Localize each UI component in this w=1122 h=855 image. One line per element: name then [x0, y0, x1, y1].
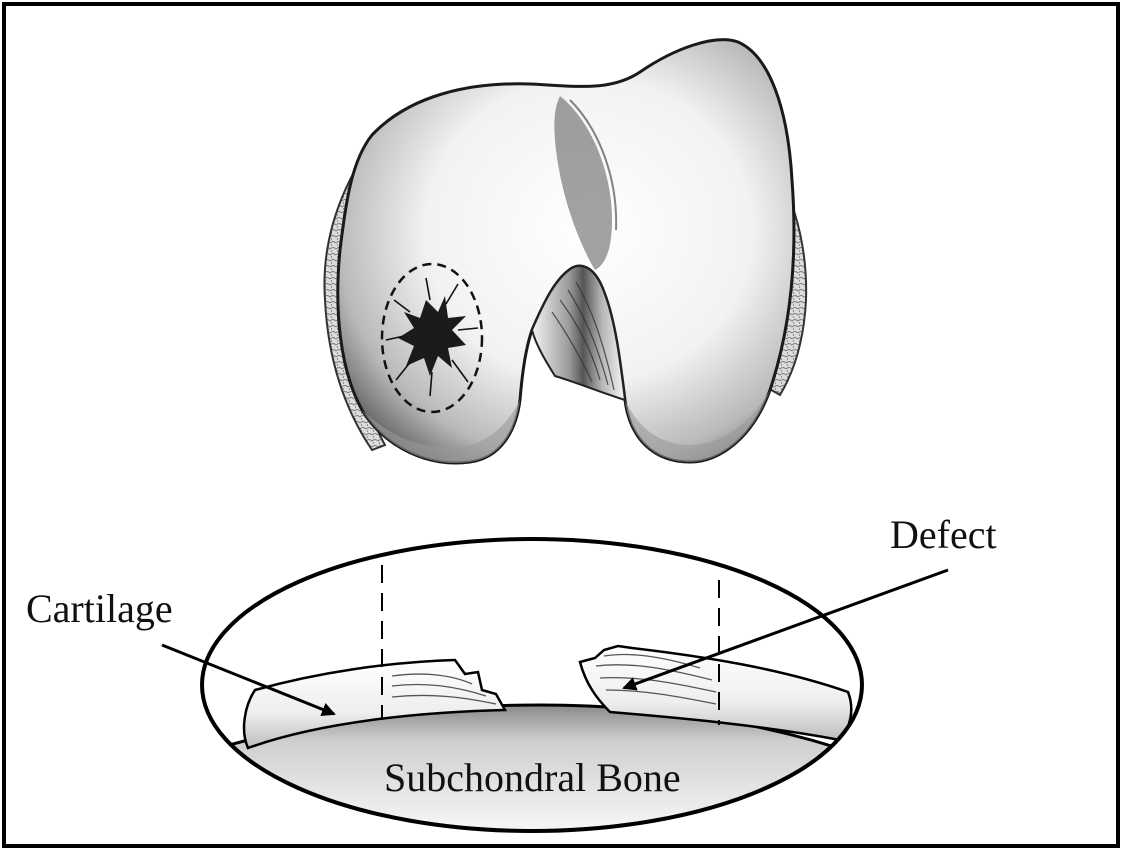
label-subchondral-bone: Subchondral Bone [384, 755, 681, 800]
label-cartilage: Cartilage [26, 586, 173, 631]
label-defect: Defect [890, 512, 997, 557]
